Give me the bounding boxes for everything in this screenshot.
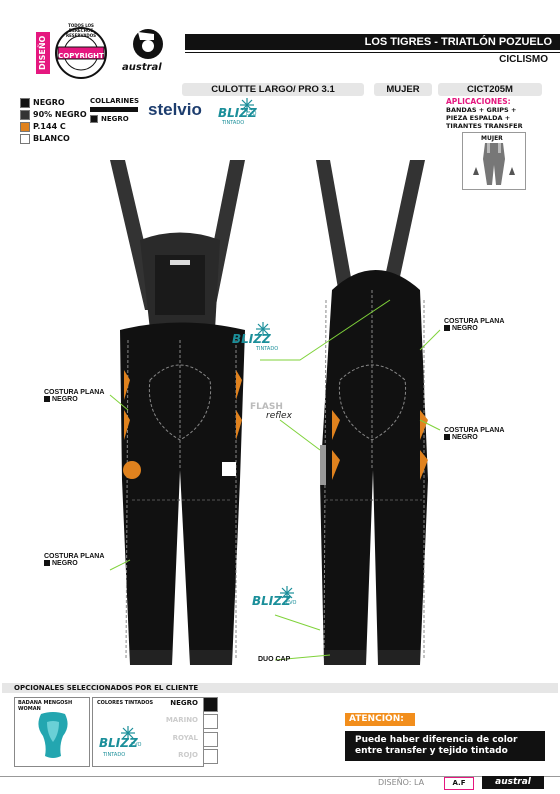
blizz-text: BLIZZ xyxy=(99,736,138,750)
chamois-pad-icon xyxy=(38,712,68,758)
title-divider xyxy=(185,52,560,53)
front-view xyxy=(110,160,245,665)
color-item: NEGRO xyxy=(20,97,87,109)
copyright-seal xyxy=(55,27,107,79)
tint-option-marino: MARINO xyxy=(165,716,198,724)
color-swatch xyxy=(20,121,30,132)
callout-lines xyxy=(109,299,441,661)
flash-logo: FLASH xyxy=(250,402,283,412)
evo-text: EVO xyxy=(131,742,142,748)
blizz-logo-low: BLIZZ EVO xyxy=(252,586,302,620)
austral-logo: austral xyxy=(120,28,180,76)
badana-box: BADANA MENGOSH WOMAN xyxy=(14,697,90,767)
color-item: 90% NEGRO xyxy=(20,109,87,121)
tint-checkbox-royal[interactable] xyxy=(203,732,218,747)
footer-initials: A.F xyxy=(444,777,474,790)
footer-brand: austral xyxy=(482,776,544,789)
collarines-value: NEGRO xyxy=(90,115,129,123)
collarines-title: COLLARINES xyxy=(90,97,140,105)
mini-label: MUJER xyxy=(481,135,503,142)
tintado-text: TINTADO xyxy=(103,752,126,758)
aplicacion-item: BANDAS + GRIPS + xyxy=(446,106,517,114)
aplicacion-item: PIEZA ESPALDA + xyxy=(446,114,511,122)
tint-checkbox-marino[interactable] xyxy=(203,714,218,729)
blizz-text: BLIZZ xyxy=(218,106,257,120)
footer-diseno: DISEÑO: LA xyxy=(378,778,425,787)
diseno-label: DISEÑO xyxy=(38,35,47,71)
callout-duo-cap: DUO CAP xyxy=(258,656,291,663)
evo-text: EVO xyxy=(286,600,297,606)
austral-brand: austral xyxy=(122,62,162,73)
tintado-text: TINTADO xyxy=(222,120,245,126)
blizz-logo-top: BLIZZ EVO TINTADO xyxy=(218,98,258,130)
tint-option-rojo: ROJO xyxy=(178,751,198,759)
message-line-2: entre transfer y tejido tintado xyxy=(355,746,508,756)
product-name: CULOTTE LARGO/ PRO 3.1 xyxy=(182,83,364,96)
tint-option-royal: ROYAL xyxy=(172,734,198,742)
blizz-logo-mid: BLIZZ TINTADO xyxy=(232,322,278,356)
aplicaciones-title: APLICACIONES: xyxy=(446,97,511,106)
atencion-label: ATENCIÓN: xyxy=(345,713,415,726)
snowflake-icon xyxy=(280,586,294,600)
badana-title: BADANA MENGOSH WOMAN xyxy=(18,700,73,712)
diseno-tag xyxy=(36,32,50,74)
opcionales-bar: OPCIONALES SELECCIONADOS POR EL CLIENTE xyxy=(2,683,558,693)
blizz-logo-bottom: BLIZZ EVO TINTADO xyxy=(99,726,149,760)
product-code: CICT205M xyxy=(438,83,542,96)
colores-title: COLORES TINTADOS xyxy=(97,700,154,706)
color-item: P.144 C xyxy=(20,121,87,133)
rights-text: TODOS LOS DERECHOS RESERVADOS xyxy=(65,23,97,38)
evo-text: EVO xyxy=(246,111,257,117)
snowflake-icon xyxy=(256,322,270,336)
blizz-text: BLIZZ xyxy=(252,594,291,608)
back-view xyxy=(316,160,428,665)
footer-divider xyxy=(0,776,560,777)
snowflake-icon xyxy=(121,726,135,740)
garment-illustration xyxy=(109,160,441,665)
title-bar xyxy=(185,34,560,50)
color-swatch xyxy=(20,109,30,120)
tintado-text: TINTADO xyxy=(256,346,279,352)
mini-garment-icon xyxy=(473,143,515,185)
color-item: BLANCO xyxy=(20,133,87,145)
atencion-message: Puede haber diferencia de color entre tr… xyxy=(345,731,545,761)
aplicacion-item: TIRANTES TRANSFER xyxy=(446,122,523,130)
blizz-text: BLIZZ xyxy=(232,332,271,346)
color-list: NEGRO 90% NEGRO P.144 C BLANCO xyxy=(20,97,87,145)
collarines-bar xyxy=(90,107,138,112)
message-line-1: Puede haber diferencia de color xyxy=(355,735,518,745)
page-title: LOS TIGRES - TRIATLÓN POZUELO xyxy=(364,36,552,48)
copyright-label: COPYRIGHT xyxy=(58,52,104,60)
austral-logo-icon xyxy=(133,29,163,59)
tint-checkbox-rojo[interactable] xyxy=(203,749,218,764)
snowflake-icon xyxy=(240,98,254,112)
color-swatch xyxy=(20,97,30,108)
mini-preview: MUJER xyxy=(462,132,526,190)
reflex-logo: reflex xyxy=(266,411,292,421)
stelvio-logo: stelvio xyxy=(148,100,202,119)
page-subtitle: CICLISMO xyxy=(499,54,548,65)
tint-option-negro: NEGRO xyxy=(170,699,198,707)
tint-checkbox-negro[interactable] xyxy=(203,697,218,712)
product-gender: MUJER xyxy=(374,83,432,96)
color-swatch xyxy=(20,133,30,144)
aplicaciones-list: BANDAS + GRIPS + PIEZA ESPALDA + TIRANTE… xyxy=(446,106,523,130)
